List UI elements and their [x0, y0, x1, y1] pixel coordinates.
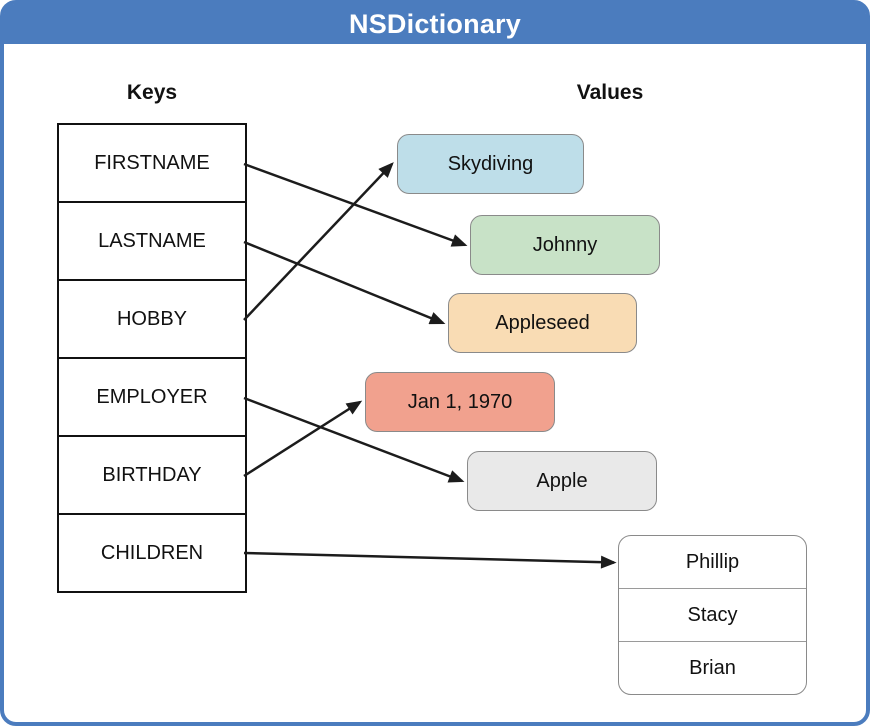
key-label: BIRTHDAY: [102, 463, 202, 486]
value-label: Appleseed: [495, 311, 590, 334]
value-label: Apple: [536, 469, 588, 492]
child-label: Stacy: [687, 603, 738, 626]
keys-table: FIRSTNAME LASTNAME HOBBY EMPLOYER BIRTHDAY CH…: [57, 123, 247, 593]
value-label: Jan 1, 1970: [407, 390, 513, 413]
key-row-children: CHILDREN: [59, 515, 245, 591]
key-label: CHILDREN: [100, 541, 204, 564]
child-label: Phillip: [685, 550, 740, 573]
keys-column-heading: Keys: [126, 81, 178, 104]
child-row-stacy: Stacy: [619, 589, 806, 642]
key-label: EMPLOYER: [96, 385, 208, 408]
value-box-skydiving: Skydiving: [397, 134, 584, 194]
child-row-phillip: Phillip: [619, 536, 806, 589]
value-box-appleseed: Appleseed: [448, 293, 637, 353]
value-label: Johnny: [532, 233, 598, 256]
key-row-employer: EMPLOYER: [59, 359, 245, 437]
title-bar: NSDictionary: [4, 4, 866, 44]
child-label: Brian: [689, 656, 736, 679]
key-row-lastname: LASTNAME: [59, 203, 245, 281]
key-row-hobby: HOBBY: [59, 281, 245, 359]
page-title: NSDictionary: [349, 8, 521, 39]
values-column-heading: Values: [576, 81, 644, 104]
key-label: FIRSTNAME: [94, 151, 210, 174]
value-box-johnny: Johnny: [470, 215, 660, 275]
key-row-birthday: BIRTHDAY: [59, 437, 245, 515]
child-row-brian: Brian: [619, 642, 806, 694]
value-box-apple: Apple: [467, 451, 657, 511]
key-label: HOBBY: [116, 307, 188, 330]
key-row-firstname: FIRSTNAME: [59, 125, 245, 203]
value-box-jan-1-1970: Jan 1, 1970: [365, 372, 555, 432]
key-label: LASTNAME: [98, 229, 206, 252]
value-label: Skydiving: [447, 152, 534, 175]
